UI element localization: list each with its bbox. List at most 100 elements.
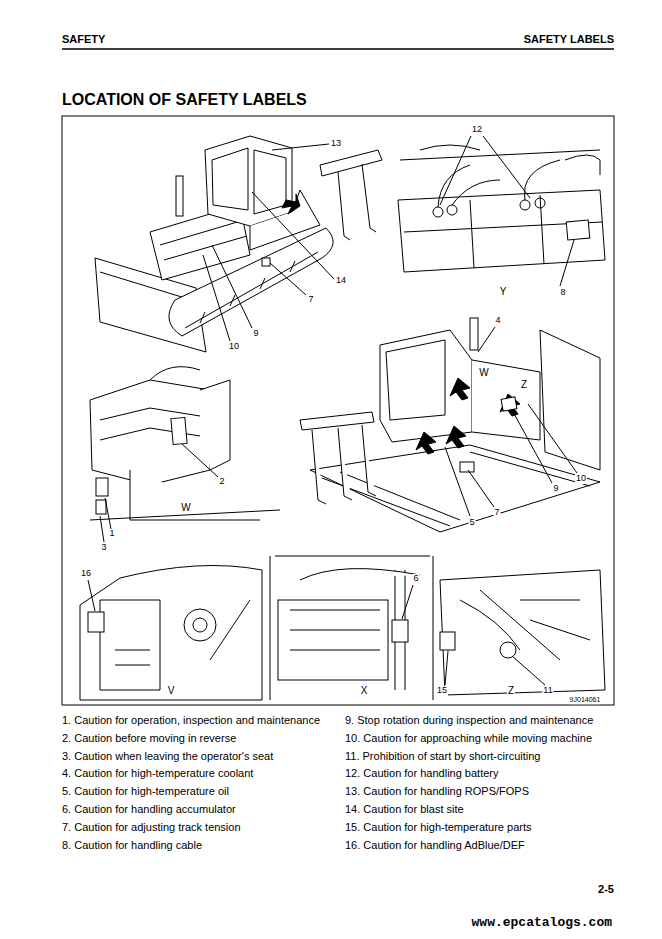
- leader-lines-part: [182, 444, 218, 477]
- engine-view-w-part: [150, 367, 200, 380]
- header-rule-part: [62, 48, 614, 50]
- bulldozer-front-view-part: [160, 220, 247, 260]
- bulldozer-rear-view-part: [501, 397, 517, 411]
- bulldozer-front-view-part: [282, 194, 300, 214]
- cab-view-v: [80, 566, 262, 701]
- bulldozer-rear-view-part: [472, 360, 540, 440]
- bottom-panel-dividers-part: [433, 556, 434, 700]
- battery-view-y-part: [566, 220, 589, 240]
- accumulator-view-x: [278, 569, 420, 690]
- leader-lines-part: [483, 136, 530, 198]
- accumulator-view-x-part: [300, 569, 420, 580]
- bulldozer-front-view-part: [262, 258, 270, 266]
- bulldozer-front-view-part: [320, 150, 382, 176]
- view-letter: W: [478, 367, 489, 378]
- label-list-item: 7. Caution for adjusting track tension: [62, 821, 241, 833]
- cab-view-v-part: [100, 600, 160, 690]
- callout-number: 5: [468, 518, 475, 528]
- callout-number: 9: [552, 484, 559, 494]
- cab-view-v-part: [80, 566, 262, 701]
- cab-view-v-part: [88, 612, 104, 632]
- figure-frame: [62, 116, 614, 705]
- battery-view-y-part: [535, 198, 545, 208]
- callout-number: 1: [108, 529, 115, 539]
- engine-view-w-part: [171, 417, 187, 444]
- battery-view-y: [398, 145, 605, 272]
- leader-lines-part: [478, 327, 495, 352]
- leader-lines-part: [512, 410, 552, 483]
- engine-view-z-part: [440, 632, 455, 650]
- battery-view-y-part: [398, 190, 605, 272]
- callout-number: 14: [335, 276, 347, 286]
- callout-number: 10: [575, 474, 587, 484]
- leader-lines-part: [440, 136, 471, 205]
- leader-lines-part: [203, 255, 230, 341]
- watermark: www.epcatalogs.com: [472, 916, 612, 930]
- cab-view-v-part: [115, 600, 250, 665]
- bulldozer-front-view-part: [176, 176, 183, 216]
- running-header: SAFETY: [62, 33, 105, 45]
- label-list-item: 1. Caution for operation, inspection and…: [62, 714, 320, 726]
- bulldozer-rear-view-part: [300, 412, 374, 430]
- label-list-item: 2. Caution before moving in reverse: [62, 732, 236, 744]
- figure-frame-part: [62, 116, 614, 705]
- view-letter: W: [180, 502, 191, 513]
- battery-view-y-part: [404, 195, 602, 268]
- leader-lines-part: [512, 656, 545, 685]
- label-list-item: 10. Caution for approaching while moving…: [345, 732, 592, 744]
- bottom-panel-dividers-part: [275, 556, 430, 557]
- view-letter: Y: [499, 286, 508, 297]
- engine-view-w-part: [100, 408, 260, 520]
- callout-number: 7: [307, 295, 314, 305]
- label-list-item: 15. Caution for high-temperature parts: [345, 821, 532, 833]
- leader-lines: [88, 136, 577, 685]
- view-letter: Z: [507, 685, 515, 696]
- engine-view-z-part: [500, 642, 516, 658]
- label-list-item: 6. Caution for handling accumulator: [62, 803, 236, 815]
- bulldozer-rear-view-part: [470, 318, 478, 350]
- cab-view-v-part: [184, 609, 216, 641]
- engine-view-w-part: [96, 478, 108, 496]
- bulldozer-rear-view-part: [460, 462, 474, 472]
- cab-view-v-part: [193, 618, 207, 632]
- leader-lines-part: [445, 447, 470, 516]
- label-list-item: 3. Caution when leaving the operator's s…: [62, 750, 273, 762]
- callout-number: 7: [493, 508, 500, 518]
- label-list-item: 4. Caution for high-temperature coolant: [62, 767, 253, 779]
- label-list-item: 9. Stop rotation during inspection and m…: [345, 714, 593, 726]
- leader-lines-part: [212, 245, 252, 328]
- leader-lines-part: [445, 651, 448, 685]
- bottom-panel-dividers: [270, 556, 433, 700]
- bulldozer-front-view-part: [338, 164, 376, 240]
- bulldozer-rear-view-part: [540, 330, 600, 470]
- leader-lines-part: [272, 144, 329, 150]
- battery-view-y-part: [433, 207, 443, 217]
- running-header: SAFETY LABELS: [524, 33, 614, 45]
- label-list-item: 11. Prohibition of start by short-circui…: [345, 750, 540, 762]
- leader-lines-part: [560, 240, 574, 286]
- callout-number: 16: [80, 569, 92, 579]
- callout-number: 2: [218, 477, 225, 487]
- label-list-item: 16. Caution for handling AdBlue/DEF: [345, 839, 525, 851]
- engine-view-z: [440, 570, 605, 695]
- battery-view-y-part: [447, 205, 457, 215]
- label-list-item: 12. Caution for handling battery: [345, 767, 499, 779]
- callout-number: 4: [494, 316, 501, 326]
- callout-number: 15: [436, 686, 448, 696]
- bulldozer-rear-view: [300, 318, 600, 532]
- accumulator-view-x-part: [290, 570, 405, 690]
- callout-number: 12: [471, 125, 483, 135]
- leader-lines-part: [402, 585, 413, 619]
- page-title: LOCATION OF SAFETY LABELS: [62, 91, 307, 109]
- callout-number: 10: [228, 342, 240, 352]
- leader-lines-part: [270, 263, 306, 295]
- callout-number: 9: [252, 329, 259, 339]
- battery-view-y-part: [400, 145, 600, 207]
- leader-lines-part: [528, 404, 577, 473]
- bulldozer-rear-view-part: [446, 426, 466, 448]
- battery-view-y-part: [520, 200, 530, 210]
- page-number: 2-5: [598, 883, 614, 895]
- leader-lines-part: [100, 516, 104, 542]
- header-rule: [62, 49, 614, 50]
- bulldozer-rear-view-part: [380, 330, 472, 442]
